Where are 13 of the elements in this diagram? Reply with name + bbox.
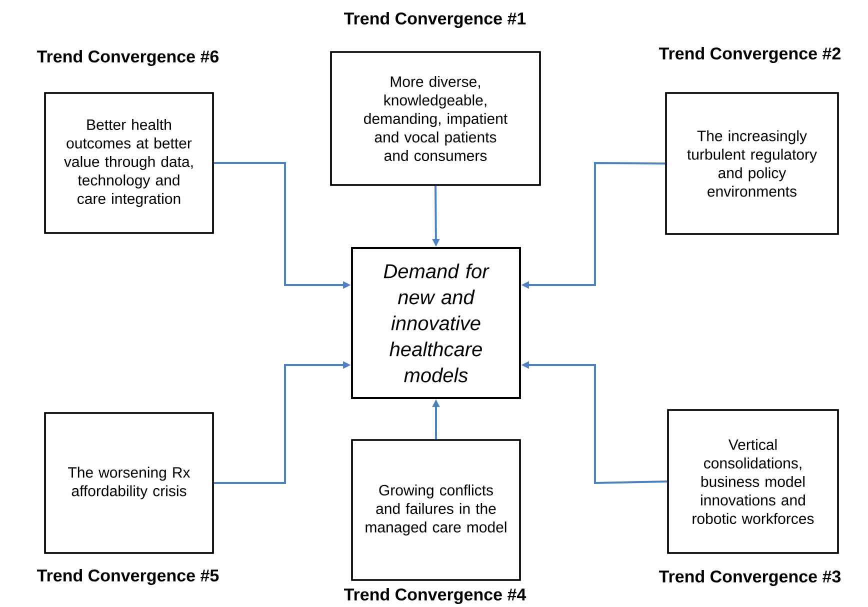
central-box: Demand for new and innovative healthcare models [351, 247, 521, 399]
heading: Trend Convergence #3 [659, 570, 841, 586]
trend-box: Vertical consolidations, business model innovations and robotic workforces [667, 409, 839, 554]
heading: Trend Convergence #2 [659, 47, 840, 63]
heading: Trend Convergence #6 [37, 50, 219, 66]
heading: Trend Convergence #5 [37, 569, 219, 585]
heading: Trend Convergence #4 [344, 588, 526, 604]
trend-box: The increasingly turbulent regulatory and policy environments [665, 92, 839, 235]
heading: Trend Convergence #1 [344, 12, 526, 28]
trend-box: More diverse, knowledgeable, demanding, impatient and vocal patients and consumers [330, 51, 541, 186]
trend-box: The worsening Rx affordability crisis [44, 412, 214, 554]
trend-box: Growing conflicts and failures in the managed care model [351, 439, 521, 581]
trend-box: Better health outcomes at better value through data, technology and care integration [44, 92, 214, 234]
